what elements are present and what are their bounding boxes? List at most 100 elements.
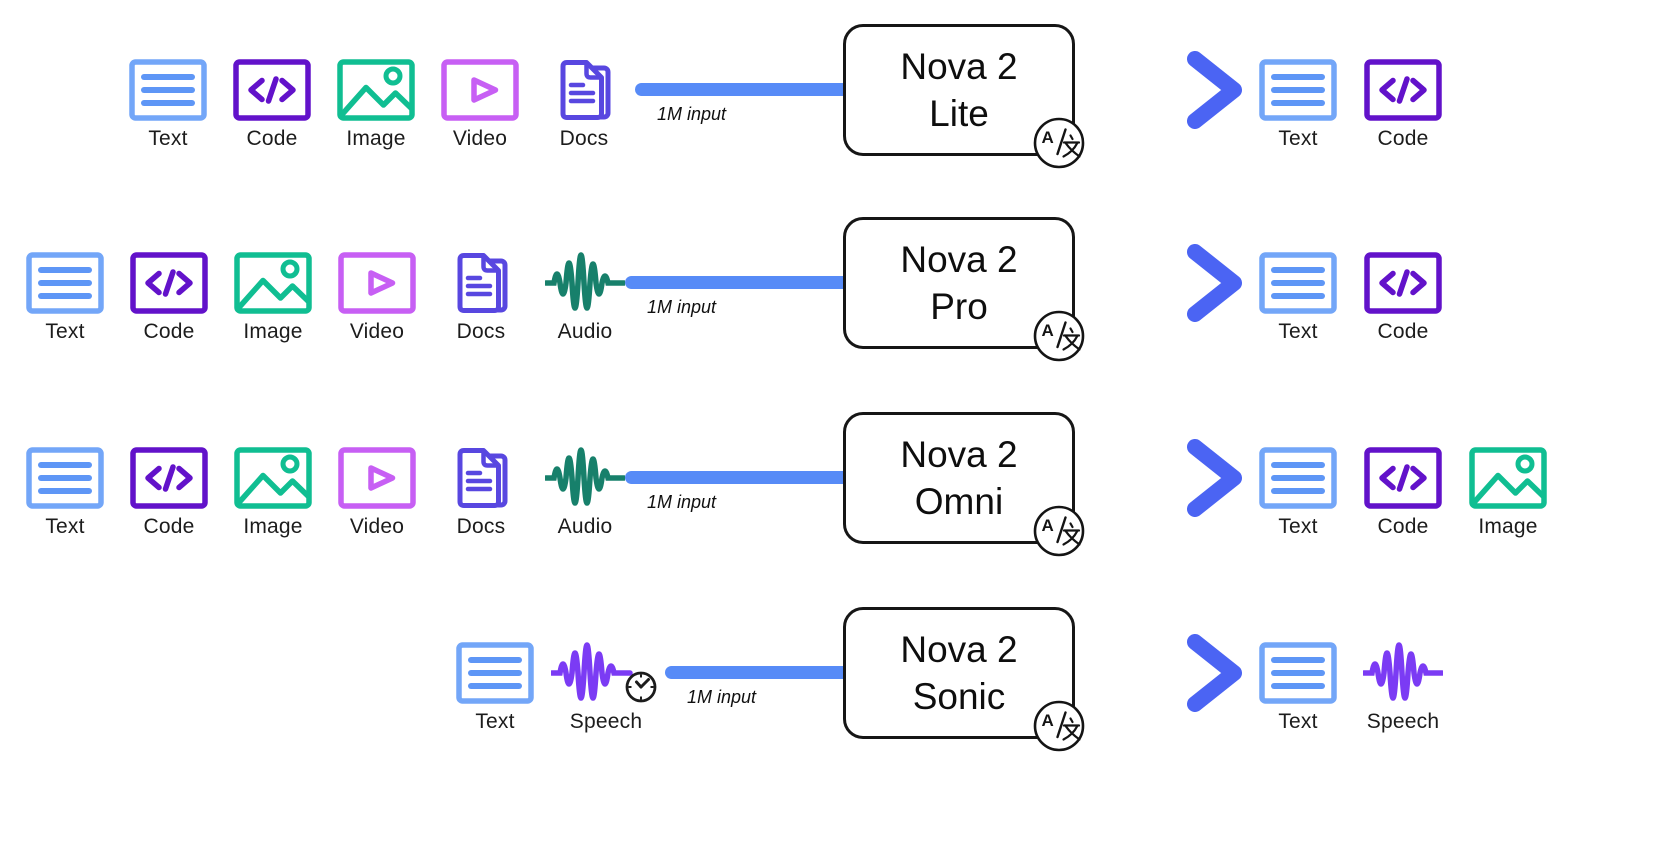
svg-text:A: A xyxy=(1042,516,1054,535)
modality-label: Text xyxy=(45,320,85,343)
modality-video: Video xyxy=(337,251,417,344)
modality-label: Video xyxy=(349,320,405,343)
model-name-line2: Pro xyxy=(930,286,988,327)
code-icon xyxy=(1364,447,1442,509)
modality-text: Text xyxy=(1258,251,1338,344)
video-icon xyxy=(441,59,519,121)
modality-label: Text xyxy=(45,515,85,538)
clock-icon xyxy=(625,671,657,703)
code-icon xyxy=(233,59,311,121)
modality-label: Audio xyxy=(557,320,613,343)
modality-label: Docs xyxy=(456,320,506,343)
model-box-nova-2-lite: Nova 2 Lite A A/文 xyxy=(843,24,1085,169)
input-modalities-group: Text Code Image Video Docs xyxy=(128,58,624,151)
modality-code: Code xyxy=(129,251,209,344)
text-icon xyxy=(1259,252,1337,314)
modality-label: Code xyxy=(1377,127,1429,150)
model-box-nova-2-sonic: Nova 2 Sonic A A/文 xyxy=(843,607,1085,752)
text-icon xyxy=(26,252,104,314)
output-arrow xyxy=(1070,46,1250,134)
input-context-label: 1M input xyxy=(687,687,757,707)
modality-label: Docs xyxy=(456,515,506,538)
modality-label: Speech xyxy=(1366,710,1440,733)
image-icon xyxy=(234,447,312,509)
modality-video: Video xyxy=(337,446,417,539)
modality-label: Docs xyxy=(559,127,609,150)
modality-label: Video xyxy=(349,515,405,538)
docs-icon xyxy=(457,253,508,313)
input-context-label: 1M input xyxy=(657,104,727,124)
input-arrow xyxy=(665,666,853,679)
modality-audio: Audio xyxy=(545,446,625,539)
modality-label: Text xyxy=(1278,710,1318,733)
svg-text:A: A xyxy=(1042,128,1054,147)
modality-label: Text xyxy=(148,127,188,150)
modality-text: Text xyxy=(25,446,105,539)
model-name-line1: Nova 2 xyxy=(900,433,1018,475)
modality-label: Image xyxy=(243,515,303,538)
model-box-nova-2-pro: Nova 2 Pro A A/文 xyxy=(843,217,1085,362)
output-modalities-group: Text Code xyxy=(1258,58,1443,151)
modality-label: Code xyxy=(143,320,195,343)
input-arrow xyxy=(625,471,853,484)
input-modalities-group: Text Speech xyxy=(455,641,661,734)
modality-docs: Docs xyxy=(544,58,624,151)
modality-speech: Speech xyxy=(551,641,661,734)
modality-label: Text xyxy=(475,710,515,733)
modality-audio: Audio xyxy=(545,251,625,344)
model-box-nova-2-omni: Nova 2 Omni A A/文 xyxy=(843,412,1085,557)
modality-speech: Speech xyxy=(1363,641,1443,734)
modality-label: Speech xyxy=(569,710,643,733)
input-modalities-group: Text Code Image Video Docs Audio xyxy=(25,251,625,344)
docs-icon xyxy=(457,448,508,508)
modality-image: Image xyxy=(336,58,416,151)
model-name: Nova 2 Omni xyxy=(900,431,1017,526)
audio-waveform-icon xyxy=(545,447,625,506)
modality-code: Code xyxy=(1363,58,1443,151)
image-icon xyxy=(234,252,312,314)
model-name: Nova 2 Sonic xyxy=(900,626,1017,721)
translation-icon: A A/文 xyxy=(1032,309,1086,363)
modality-text: Text xyxy=(128,58,208,151)
video-icon xyxy=(338,252,416,314)
text-icon xyxy=(26,447,104,509)
modality-docs: Docs xyxy=(441,251,521,344)
output-modalities-group: Text Code xyxy=(1258,251,1443,344)
input-modalities-group: Text Code Image Video Docs Audio xyxy=(25,446,625,539)
modality-label: Text xyxy=(1278,127,1318,150)
modality-code: Code xyxy=(232,58,312,151)
svg-text:A: A xyxy=(1042,711,1054,730)
modality-text: Text xyxy=(1258,446,1338,539)
modality-label: Code xyxy=(1377,320,1429,343)
translation-icon: A A/文 xyxy=(1032,699,1086,753)
modality-label: Audio xyxy=(557,515,613,538)
modality-text: Text xyxy=(455,641,535,734)
output-arrow xyxy=(1070,629,1250,717)
modality-code: Code xyxy=(1363,446,1443,539)
modality-label: Code xyxy=(143,515,195,538)
code-icon xyxy=(1364,59,1442,121)
modality-video: Video xyxy=(440,58,520,151)
modality-image: Image xyxy=(233,446,313,539)
modality-code: Code xyxy=(1363,251,1443,344)
svg-text:A: A xyxy=(1042,321,1054,340)
text-icon xyxy=(1259,59,1337,121)
docs-icon xyxy=(560,60,611,120)
input-arrow xyxy=(635,83,853,96)
image-icon xyxy=(1469,447,1547,509)
modality-text: Text xyxy=(25,251,105,344)
audio-waveform-icon xyxy=(545,252,625,311)
model-name: Nova 2 Pro xyxy=(900,236,1017,331)
output-modalities-group: Text Code Image xyxy=(1258,446,1548,539)
speech-waveform-icon xyxy=(551,642,657,703)
modality-image: Image xyxy=(1468,446,1548,539)
text-icon xyxy=(129,59,207,121)
modality-text: Text xyxy=(1258,58,1338,151)
modality-image: Image xyxy=(233,251,313,344)
model-name-line1: Nova 2 xyxy=(900,238,1018,280)
output-arrow xyxy=(1070,239,1250,327)
modality-label: Text xyxy=(1278,320,1318,343)
input-context-label: 1M input xyxy=(647,492,717,512)
output-modalities-group: Text Speech xyxy=(1258,641,1443,734)
